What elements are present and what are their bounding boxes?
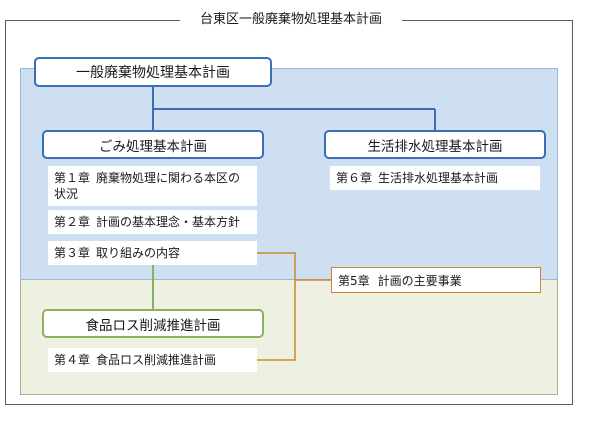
shokuhin-plan-label: 食品ロス削減推進計画 [85,317,221,334]
shokuhin-plan-box: 食品ロス削減推進計画 [42,309,264,338]
chapter-2-item: 第２章計画の基本理念・基本方針 [48,210,257,234]
chapter-number: 第４章 [54,353,91,367]
chapter-title: 計画の基本理念・基本方針 [96,215,241,229]
gomi-plan-label: ごみ処理基本計画 [99,138,207,155]
chapter-number: 第5章 [338,273,370,288]
chapter-4-item: 第４章食品ロス削減推進計画 [48,348,257,372]
diagram-title: 台東区一般廃棄物処理基本計画 [180,11,402,29]
chapter-title: 食品ロス削減推進計画 [96,353,217,367]
chapter-6-item: 第６章生活排水処理基本計画 [330,166,540,190]
chapter-5-box: 第5章計画の主要事業 [331,267,541,293]
chapter-1-item: 第１章廃棄物処理に関わる本区の状況 [48,166,257,206]
top-plan-box: 一般廃棄物処理基本計画 [34,57,272,87]
chapter-title: 計画の主要事業 [377,273,462,288]
seikatsu-plan-box: 生活排水処理基本計画 [324,130,546,159]
chapter-number: 第２章 [54,215,91,229]
chapter-number: 第１章 [54,171,91,185]
chapter-number: 第３章 [54,246,91,260]
gomi-plan-box: ごみ処理基本計画 [42,130,264,159]
chapter-number: 第６章 [336,171,373,185]
chapter-title: 生活排水処理基本計画 [378,171,499,185]
top-plan-label: 一般廃棄物処理基本計画 [76,65,230,81]
chapter-title: 廃棄物処理に関わる本区の状況 [54,171,241,201]
seikatsu-plan-label: 生活排水処理基本計画 [367,138,503,155]
chapter-3-item: 第３章取り組みの内容 [48,241,257,265]
chapter-title: 取り組みの内容 [96,246,181,260]
